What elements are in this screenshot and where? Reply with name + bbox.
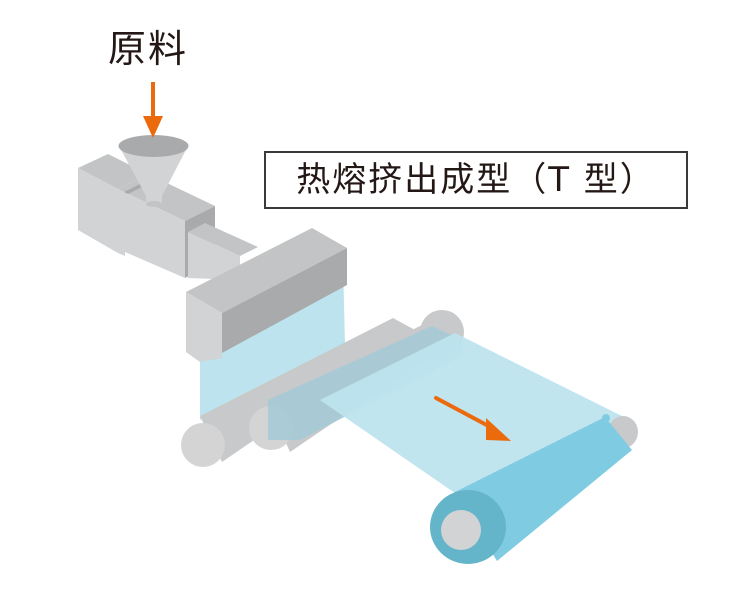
flow-arrow-icon [434, 396, 511, 441]
raw-material-label: 原料 [108, 27, 189, 71]
feed-arrow-icon [143, 82, 163, 138]
process-title: 热熔挤出成型（T 型） [296, 160, 656, 200]
t-die [186, 228, 347, 362]
take-up-roll [430, 414, 632, 564]
hopper [118, 135, 189, 207]
process-title-box: 热熔挤出成型（T 型） [264, 151, 688, 209]
